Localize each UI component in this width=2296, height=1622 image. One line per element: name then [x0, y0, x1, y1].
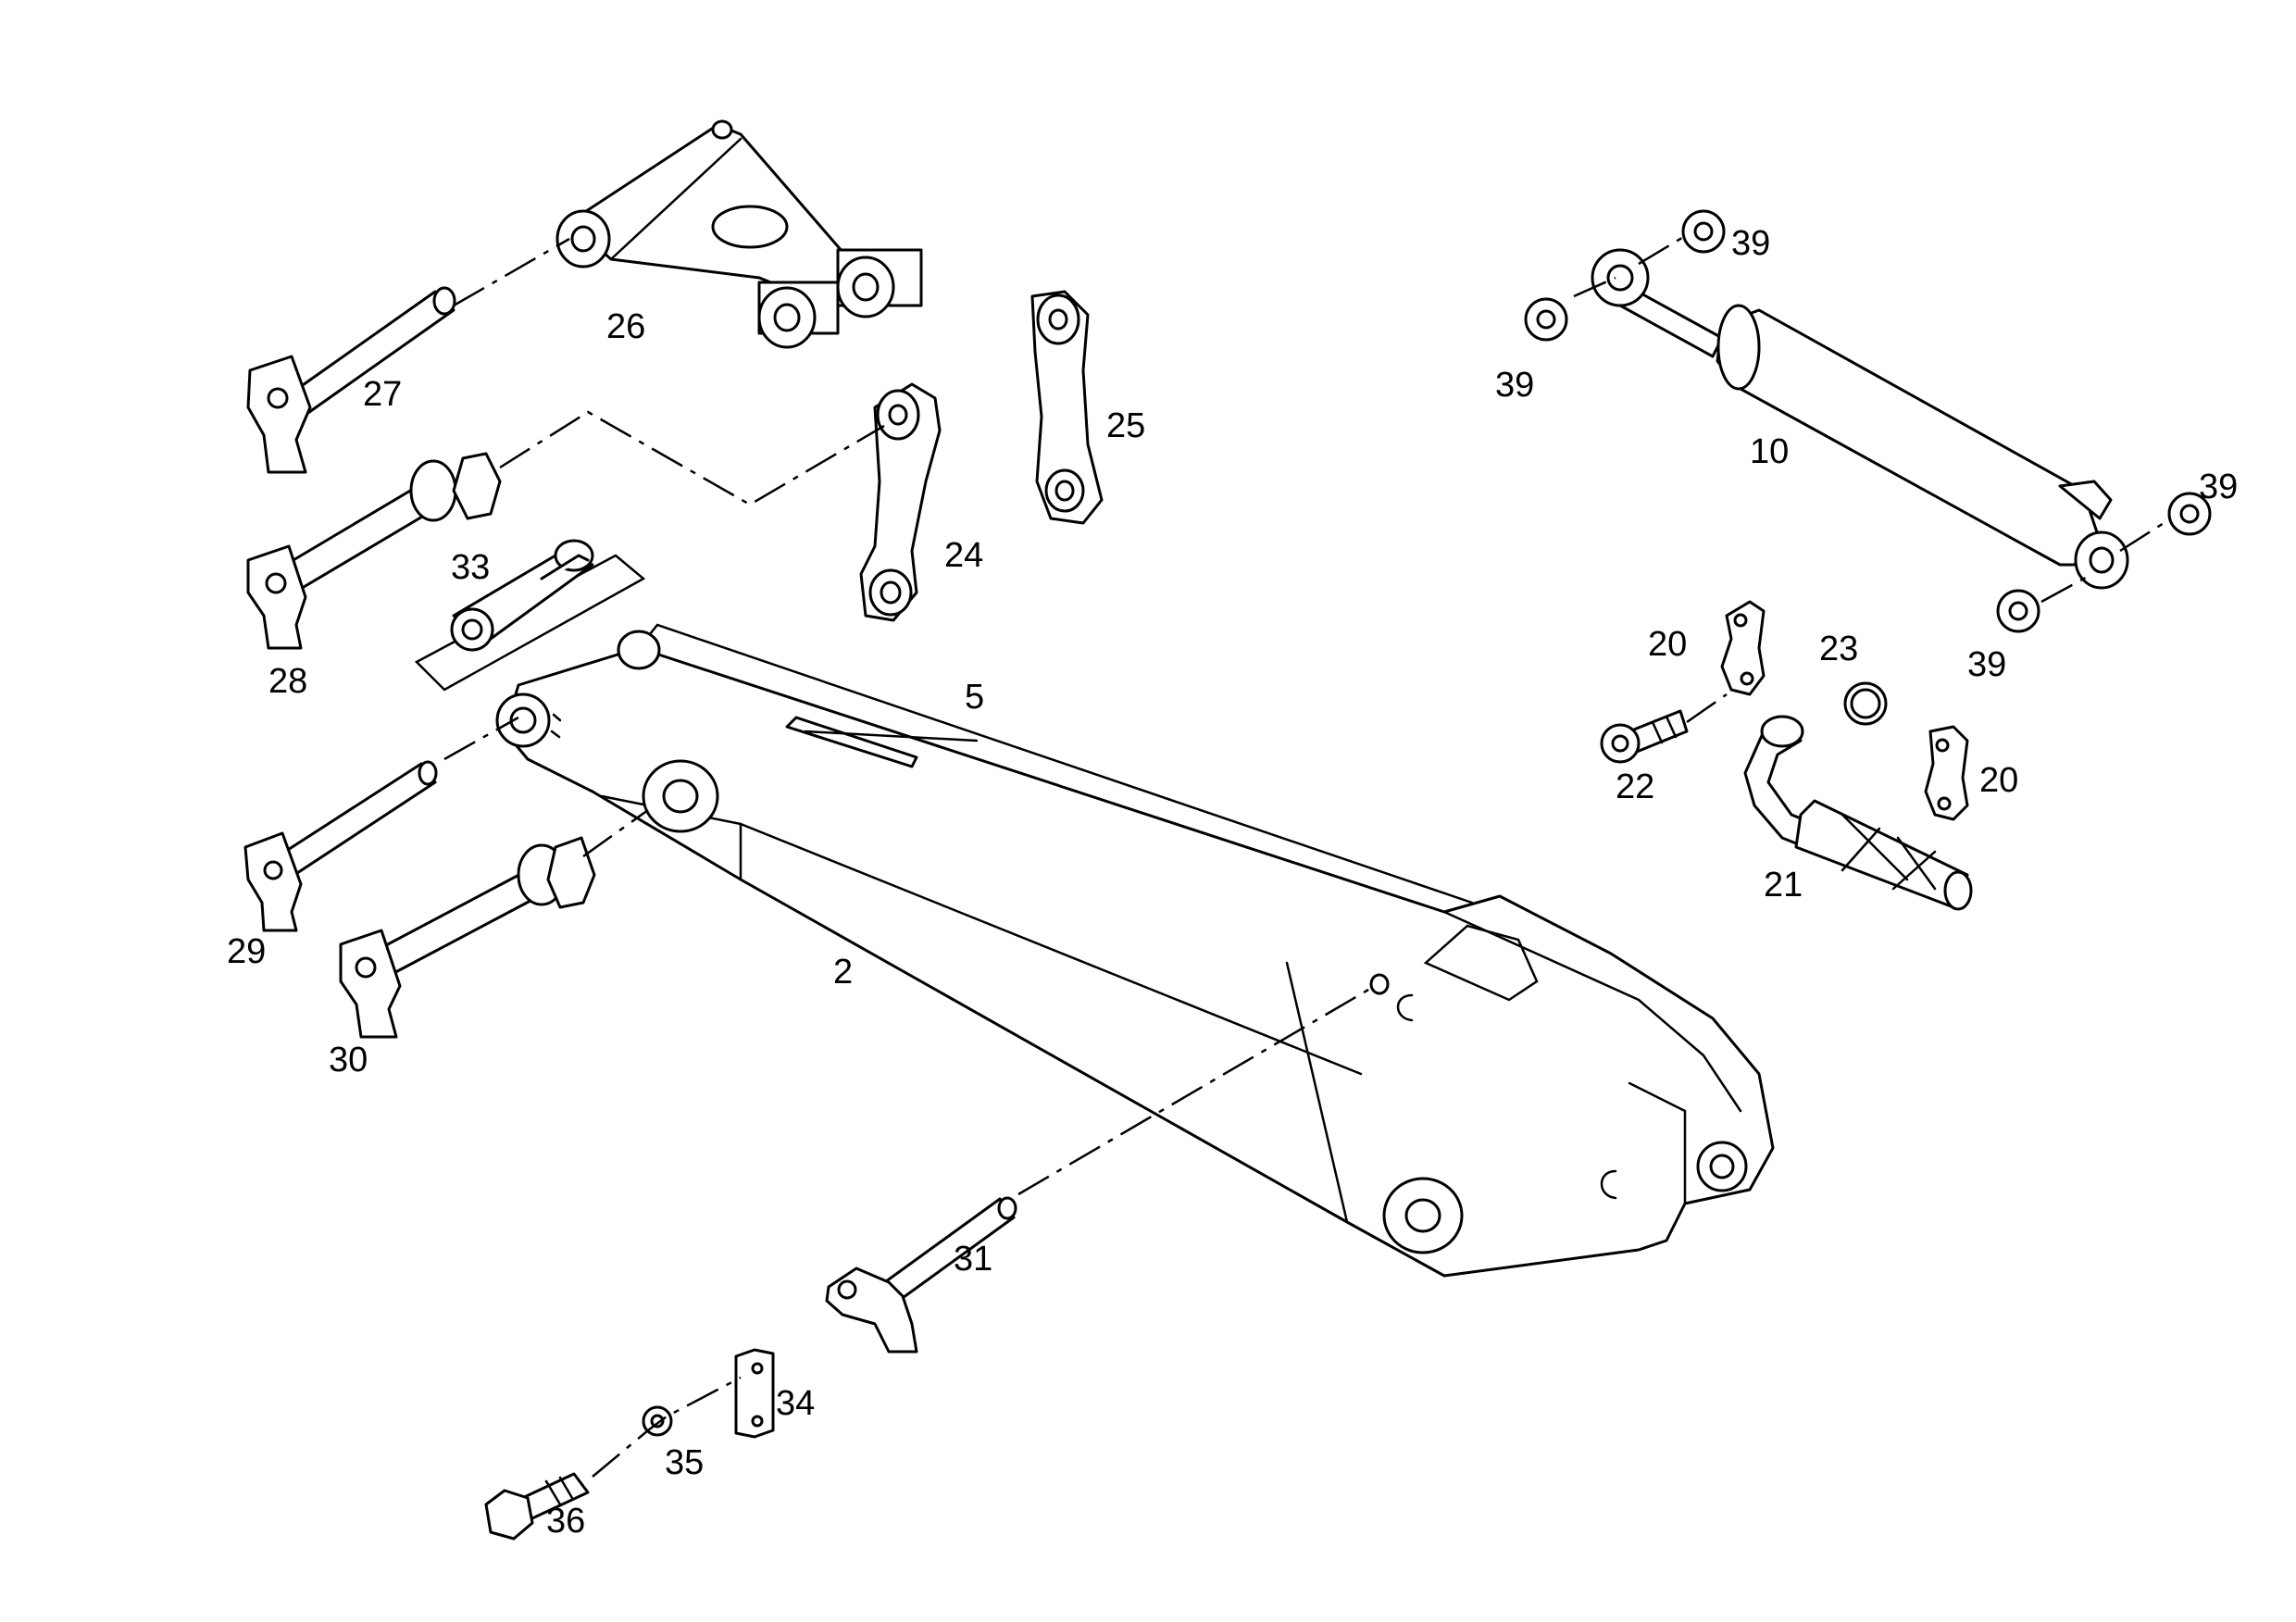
callout-28: 28 [268, 662, 307, 701]
callout-20: 20 [1979, 761, 2018, 800]
assembly-line [2040, 572, 2093, 604]
bushing-33-part [414, 539, 646, 692]
callout-20: 20 [1648, 625, 1687, 664]
callout-36: 36 [546, 1502, 585, 1541]
callout-22: 22 [1616, 767, 1654, 806]
bolt-22-part [1600, 709, 1689, 764]
assembly-line [1017, 984, 1376, 1196]
hose-21-part [1743, 715, 1973, 911]
callout-25: 25 [1106, 406, 1145, 445]
callout-30: 30 [329, 1041, 368, 1079]
callout-29: 29 [227, 932, 266, 971]
cylinder-10-part [1591, 248, 2129, 590]
washer-39-part [1681, 209, 1726, 254]
bracket-20-part [1924, 725, 1969, 821]
callout-23: 23 [1819, 630, 1858, 668]
washer-39-part [1996, 589, 2040, 633]
grease-strip-part [785, 716, 979, 768]
pin-29-part [243, 760, 438, 932]
assembly-line [1638, 234, 1686, 266]
assembly-line [592, 1376, 742, 1478]
washer-39-part [2167, 492, 2212, 536]
pin-27-part [246, 286, 456, 474]
assembly-line [2119, 517, 2172, 553]
bracket-20-part [1720, 600, 1766, 696]
callout-2: 2 [833, 953, 853, 992]
callout-21: 21 [1764, 866, 1803, 905]
bolt-36-part [484, 1472, 590, 1541]
link-24-part [859, 382, 942, 622]
callout-26: 26 [606, 307, 645, 346]
callout-34: 34 [776, 1384, 815, 1423]
callout-10: 10 [1750, 432, 1789, 471]
assembly-line [443, 716, 519, 761]
pin-28-part [246, 452, 502, 650]
link-frame-part [555, 119, 923, 349]
boom-arm-part [495, 623, 1775, 1278]
assembly-line [453, 237, 570, 307]
callout-33: 33 [451, 548, 490, 587]
washer-39-part [1524, 297, 1568, 342]
assembly-line [582, 808, 649, 858]
callout-39: 39 [1967, 645, 2006, 684]
assembly-line [1573, 276, 1616, 298]
callout-27: 27 [363, 375, 402, 414]
pin-31-part [825, 1196, 1017, 1354]
callout-31: 31 [954, 1240, 992, 1279]
callout-35: 35 [665, 1443, 704, 1482]
callout-39: 39 [1495, 366, 1534, 405]
plate-34-part [734, 1348, 775, 1439]
callout-24: 24 [944, 536, 983, 575]
callout-5: 5 [965, 678, 984, 717]
callout-39: 39 [2199, 468, 2238, 506]
link-25-part [1030, 290, 1104, 525]
ring-23-part [1843, 681, 1888, 726]
assembly-line [499, 410, 885, 506]
assembly-line [1686, 692, 1728, 724]
callout-39: 39 [1731, 224, 1770, 263]
pin-30-part [339, 836, 596, 1039]
